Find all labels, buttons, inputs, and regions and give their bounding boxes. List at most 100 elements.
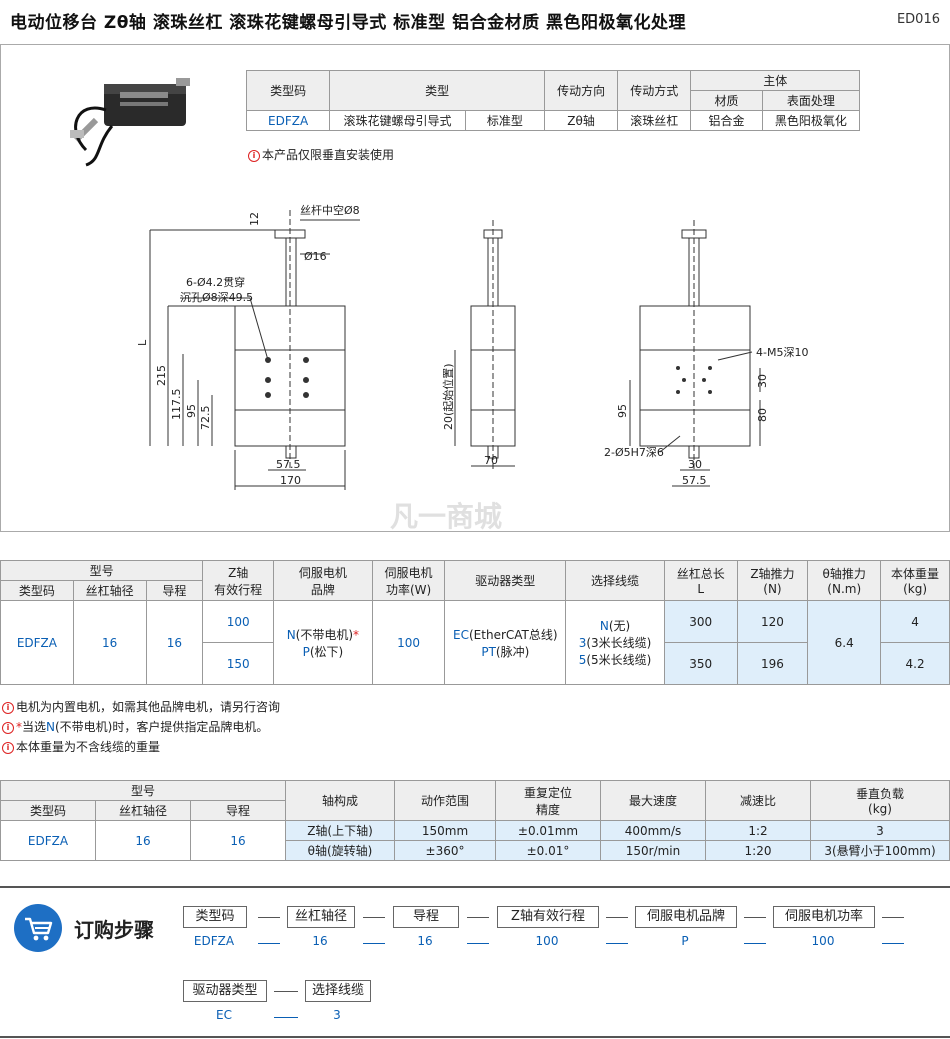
- spec-h-body: 主体: [690, 70, 860, 91]
- step-power-value: 100: [811, 934, 835, 948]
- step-connector: [274, 1017, 298, 1018]
- step-connector: [744, 917, 766, 918]
- dim-hollow: 丝杆中空Ø8: [300, 203, 360, 217]
- pt-axis-1: Z轴(上下轴): [285, 820, 395, 841]
- spec-h-code: 类型码: [245, 70, 331, 111]
- mt-h-zf: Z轴推力 (N): [736, 560, 809, 601]
- dim-70: 70: [484, 454, 498, 467]
- step-connector: [274, 991, 298, 992]
- order-top-divider: [0, 886, 950, 888]
- pt-dia: 16: [95, 820, 191, 861]
- mt-dia: 16: [72, 600, 147, 685]
- spec-h-surf: 表面处理: [761, 90, 861, 111]
- pt-h-ratio: 减速比: [705, 780, 811, 821]
- mt-w-1: 4: [880, 600, 950, 643]
- spec-type2: 标准型: [464, 110, 545, 131]
- info-icon: i: [2, 701, 14, 714]
- pt-ratio-1: 1:2: [705, 820, 811, 841]
- step-power-label: 伺服电机功率: [773, 906, 875, 928]
- pt-rep-2: ±0.01°: [495, 840, 601, 861]
- step-code-label: 类型码: [183, 906, 247, 928]
- dim-170: 170: [280, 474, 301, 487]
- step-cable-label: 选择线缆: [305, 980, 371, 1002]
- dim-80: 80: [756, 408, 769, 422]
- mt-h-model: 型号: [0, 560, 204, 581]
- spec-h-type: 类型: [329, 70, 545, 111]
- mt-len-1: 300: [663, 600, 738, 643]
- spec-dir: Zθ轴: [543, 110, 619, 131]
- dim-30h: 30: [688, 458, 702, 471]
- cart-icon: [14, 904, 62, 952]
- pt-rep-1: ±0.01mm: [495, 820, 601, 841]
- pt-axis-2: θ轴(旋转轴): [285, 840, 395, 861]
- pt-h-load: 垂直负载 (kg): [810, 780, 950, 821]
- mt-power: 100: [371, 600, 446, 685]
- spec-h-mode: 传动方式: [617, 70, 692, 111]
- mt-stroke-2: 150: [202, 642, 275, 685]
- dim-12: 12: [248, 212, 261, 226]
- note-no-motor: i*当选N(不带电机)时，客户提供指定品牌电机。: [2, 718, 268, 735]
- mt-driver: EC(EtherCAT总线) PT(脉冲): [444, 600, 567, 685]
- mt-h-tf: θ轴推力 (N.m): [807, 560, 882, 601]
- pt-h-range: 动作范围: [394, 780, 496, 821]
- order-bottom-divider: [0, 1036, 950, 1038]
- dim-d16: Ø16: [304, 250, 327, 263]
- dim-72: 72.5: [199, 406, 212, 431]
- step-connector: [258, 917, 280, 918]
- mt-h-brand: 伺服电机 品牌: [273, 560, 373, 601]
- step-dia-label: 丝杠轴径: [287, 906, 355, 928]
- mt-h-dia: 丝杠轴径: [72, 580, 147, 601]
- technical-drawing: 丝杆中空Ø8 12 Ø16 6-Ø4.2贯穿 沉孔Ø8深49.5 L 215 1…: [136, 203, 808, 530]
- pt-h-model: 型号: [0, 780, 286, 801]
- step-code-value: EDFZA: [193, 934, 235, 948]
- pt-speed-1: 400mm/s: [600, 820, 706, 841]
- page-title: 电动位移台 Zθ轴 滚珠丝杠 滚珠花键螺母引导式 标准型 铝合金材质 黑色阳极氧…: [10, 13, 687, 33]
- step-lead-value: 16: [417, 934, 433, 948]
- step-connector: [467, 943, 489, 944]
- step-connector: [467, 917, 489, 918]
- info-icon: i: [2, 741, 14, 754]
- pt-h-code: 类型码: [0, 800, 96, 821]
- step-lead-label: 导程: [393, 906, 459, 928]
- product-photo: [70, 78, 190, 167]
- step-connector: [363, 917, 385, 918]
- spec-code: EDFZA: [245, 110, 331, 131]
- step-connector: [363, 943, 385, 944]
- mt-h-code: 类型码: [0, 580, 74, 601]
- mt-w-2: 4.2: [880, 642, 950, 685]
- dim-m5: 4-M5深10: [756, 346, 808, 359]
- pt-load-1: 3: [810, 820, 950, 841]
- dim-L: L: [136, 339, 149, 346]
- dim-30v: 30: [756, 374, 769, 388]
- product-code: ED016: [896, 12, 940, 27]
- top-view-body: [639, 305, 751, 447]
- mt-zf-2: 196: [736, 642, 809, 685]
- step-connector: [606, 943, 628, 944]
- spec-surf: 黑色阳极氧化: [761, 110, 861, 131]
- dim-95b: 95: [616, 404, 629, 418]
- mt-cable: N(无) 3(3米长线缆) 5(5米长线缆): [565, 600, 665, 685]
- spec-type1: 滚珠花键螺母引导式: [329, 110, 466, 131]
- watermark: 凡一商城: [390, 500, 502, 530]
- dim-575: 57.5: [276, 458, 301, 471]
- spec-mode: 滚珠丝杠: [617, 110, 692, 131]
- mt-zf-1: 120: [736, 600, 809, 643]
- dim-bore1: 6-Ø4.2贯穿: [186, 275, 245, 289]
- mt-len-2: 350: [663, 642, 738, 685]
- pt-speed-2: 150r/min: [600, 840, 706, 861]
- pt-h-lead: 导程: [190, 800, 286, 821]
- info-icon: i: [2, 721, 14, 734]
- mt-stroke-1: 100: [202, 600, 275, 643]
- mt-h-stroke: Z轴 有效行程: [202, 560, 275, 601]
- step-stroke-label: Z轴有效行程: [497, 906, 599, 928]
- pt-range-1: 150mm: [394, 820, 496, 841]
- pt-ratio-2: 1:20: [705, 840, 811, 861]
- mt-h-w: 本体重量 (kg): [880, 560, 950, 601]
- step-stroke-value: 100: [535, 934, 559, 948]
- step-driver-label: 驱动器类型: [183, 980, 267, 1002]
- order-title: 订购步骤: [74, 918, 154, 942]
- pt-h-dia: 丝杠轴径: [95, 800, 191, 821]
